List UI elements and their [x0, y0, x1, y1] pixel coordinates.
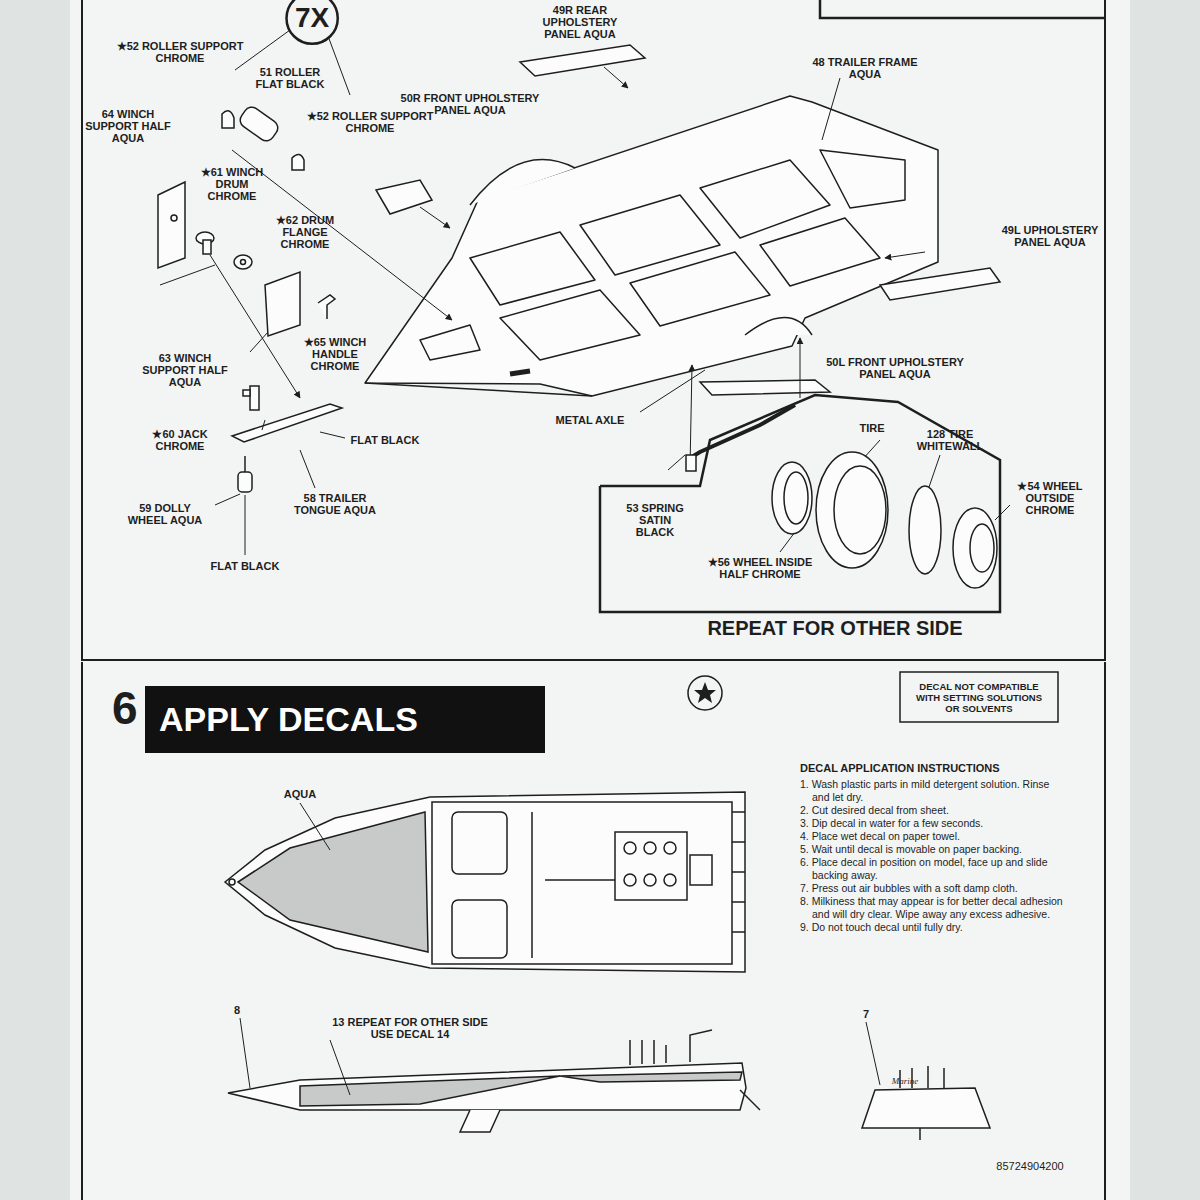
- paper-sheet: [70, 0, 1130, 1200]
- circle-shape: [286, 0, 337, 44]
- part-label: ★54 WHEEL OUTSIDE CHROME: [1000, 480, 1100, 516]
- part-label: ★52 ROLLER SUPPORT CHROME: [305, 110, 435, 134]
- tongue-socket: [510, 371, 530, 374]
- part-label: 63 WINCH SUPPORT HALF AQUA: [138, 352, 233, 388]
- part-label: 48 TRAILER FRAME AQUA: [810, 56, 920, 80]
- node-text: APPLY DECALS: [159, 700, 418, 739]
- instruction-step: 5. Wait until decal is movable on paper …: [800, 843, 1068, 856]
- part-label: 50R FRONT UPHOLSTERY PANEL AQUA: [390, 92, 550, 116]
- leader-lines: [160, 30, 1010, 555]
- part-label: 128 TIRE WHITEWALL: [910, 428, 990, 452]
- part-label: 85724904200: [975, 1160, 1085, 1172]
- instruction-step: 3. Dip decal in water for a few seconds.: [800, 817, 1068, 830]
- panel-frames: [82, 0, 1105, 1200]
- instruction-step: 1. Wash plastic parts in mild detergent …: [800, 778, 1068, 804]
- node-text: DECAL NOT COMPATIBLE WITH SETTING SOLUTI…: [910, 681, 1048, 714]
- roller-parts: [222, 104, 304, 170]
- tongue-jack-dolly: [232, 386, 342, 492]
- part-label: ★60 JACK CHROME: [150, 428, 210, 452]
- part-label: ★61 WINCH DRUM CHROME: [192, 166, 272, 202]
- node-text: 7X: [295, 2, 329, 34]
- leader-line: [300, 803, 330, 850]
- part-label: 49L UPHOLSTERY PANEL AQUA: [990, 224, 1110, 248]
- part-label: ★52 ROLLER SUPPORT CHROME: [115, 40, 245, 64]
- part-label: TIRE: [847, 422, 897, 434]
- trailer-frame: [365, 96, 938, 396]
- warning-box: DECAL NOT COMPATIBLE WITH SETTING SOLUTI…: [904, 675, 1054, 720]
- engine-decal-view: [862, 1066, 990, 1140]
- part-label: 58 TRAILER TONGUE AQUA: [280, 492, 390, 516]
- part-label: 13 REPEAT FOR OTHER SIDE USE DECAL 14: [320, 1016, 500, 1040]
- part-label: 51 ROLLER FLAT BLACK: [250, 66, 330, 90]
- part-label: 49R REAR UPHOLSTERY PANEL AQUA: [525, 4, 635, 40]
- wheel-assembly-frame: [600, 395, 1000, 612]
- leader-line: [240, 1018, 250, 1088]
- part-label: FLAT BLACK: [345, 434, 425, 446]
- part-label: 8: [227, 1004, 247, 1016]
- section-heading-band: APPLY DECALS: [145, 686, 545, 753]
- part-label: 64 WINCH SUPPORT HALF AQUA: [83, 108, 173, 144]
- part-label: 53 SPRING SATIN BLACK: [620, 502, 690, 538]
- section-note: REPEAT FOR OTHER SIDE: [655, 617, 1015, 639]
- part-label: 59 DOLLY WHEEL AQUA: [120, 502, 210, 526]
- instruction-list: 1. Wash plastic parts in mild detergent …: [800, 778, 1068, 934]
- part-label: ★56 WHEEL INSIDE HALF CHROME: [705, 556, 815, 580]
- instruction-step: 2. Cut desired decal from sheet.: [800, 804, 1068, 817]
- warning-box-outline: [900, 672, 1058, 722]
- part-label: FLAT BLACK: [205, 560, 285, 572]
- instruction-step: 7. Press out air bubbles with a soft dam…: [800, 882, 1068, 895]
- leader-line: [866, 1022, 880, 1085]
- upholstery-panels: [376, 45, 1000, 395]
- part-label: Marine: [875, 1076, 935, 1086]
- part-label: AQUA: [275, 788, 325, 800]
- leader-line: [330, 1040, 350, 1095]
- part-label: 7: [856, 1008, 876, 1020]
- wheel-parts: [686, 405, 997, 588]
- part-label: ★65 WINCH HANDLE CHROME: [295, 336, 375, 372]
- instruction-step: 8. Milkiness that may appear is for bett…: [800, 895, 1068, 921]
- instruction-step: 9. Do not touch decal until fully dry.: [800, 921, 1068, 934]
- quantity-circle: 7X: [285, 0, 339, 45]
- part-label: DECAL APPLICATION INSTRUCTIONS: [800, 762, 1080, 774]
- part-label: 50L FRONT UPHOLSTERY PANEL AQUA: [820, 356, 970, 380]
- part-label: METAL AXLE: [545, 414, 635, 426]
- boat-side-view: [228, 1030, 760, 1132]
- part-label: ★62 DRUM FLANGE CHROME: [263, 214, 348, 250]
- instruction-step: 6. Place decal in position on model, fac…: [800, 856, 1068, 882]
- decal-icon: [688, 676, 722, 710]
- instruction-step: 4. Place wet decal on paper towel.: [800, 830, 1068, 843]
- boat-top-view: [225, 792, 745, 972]
